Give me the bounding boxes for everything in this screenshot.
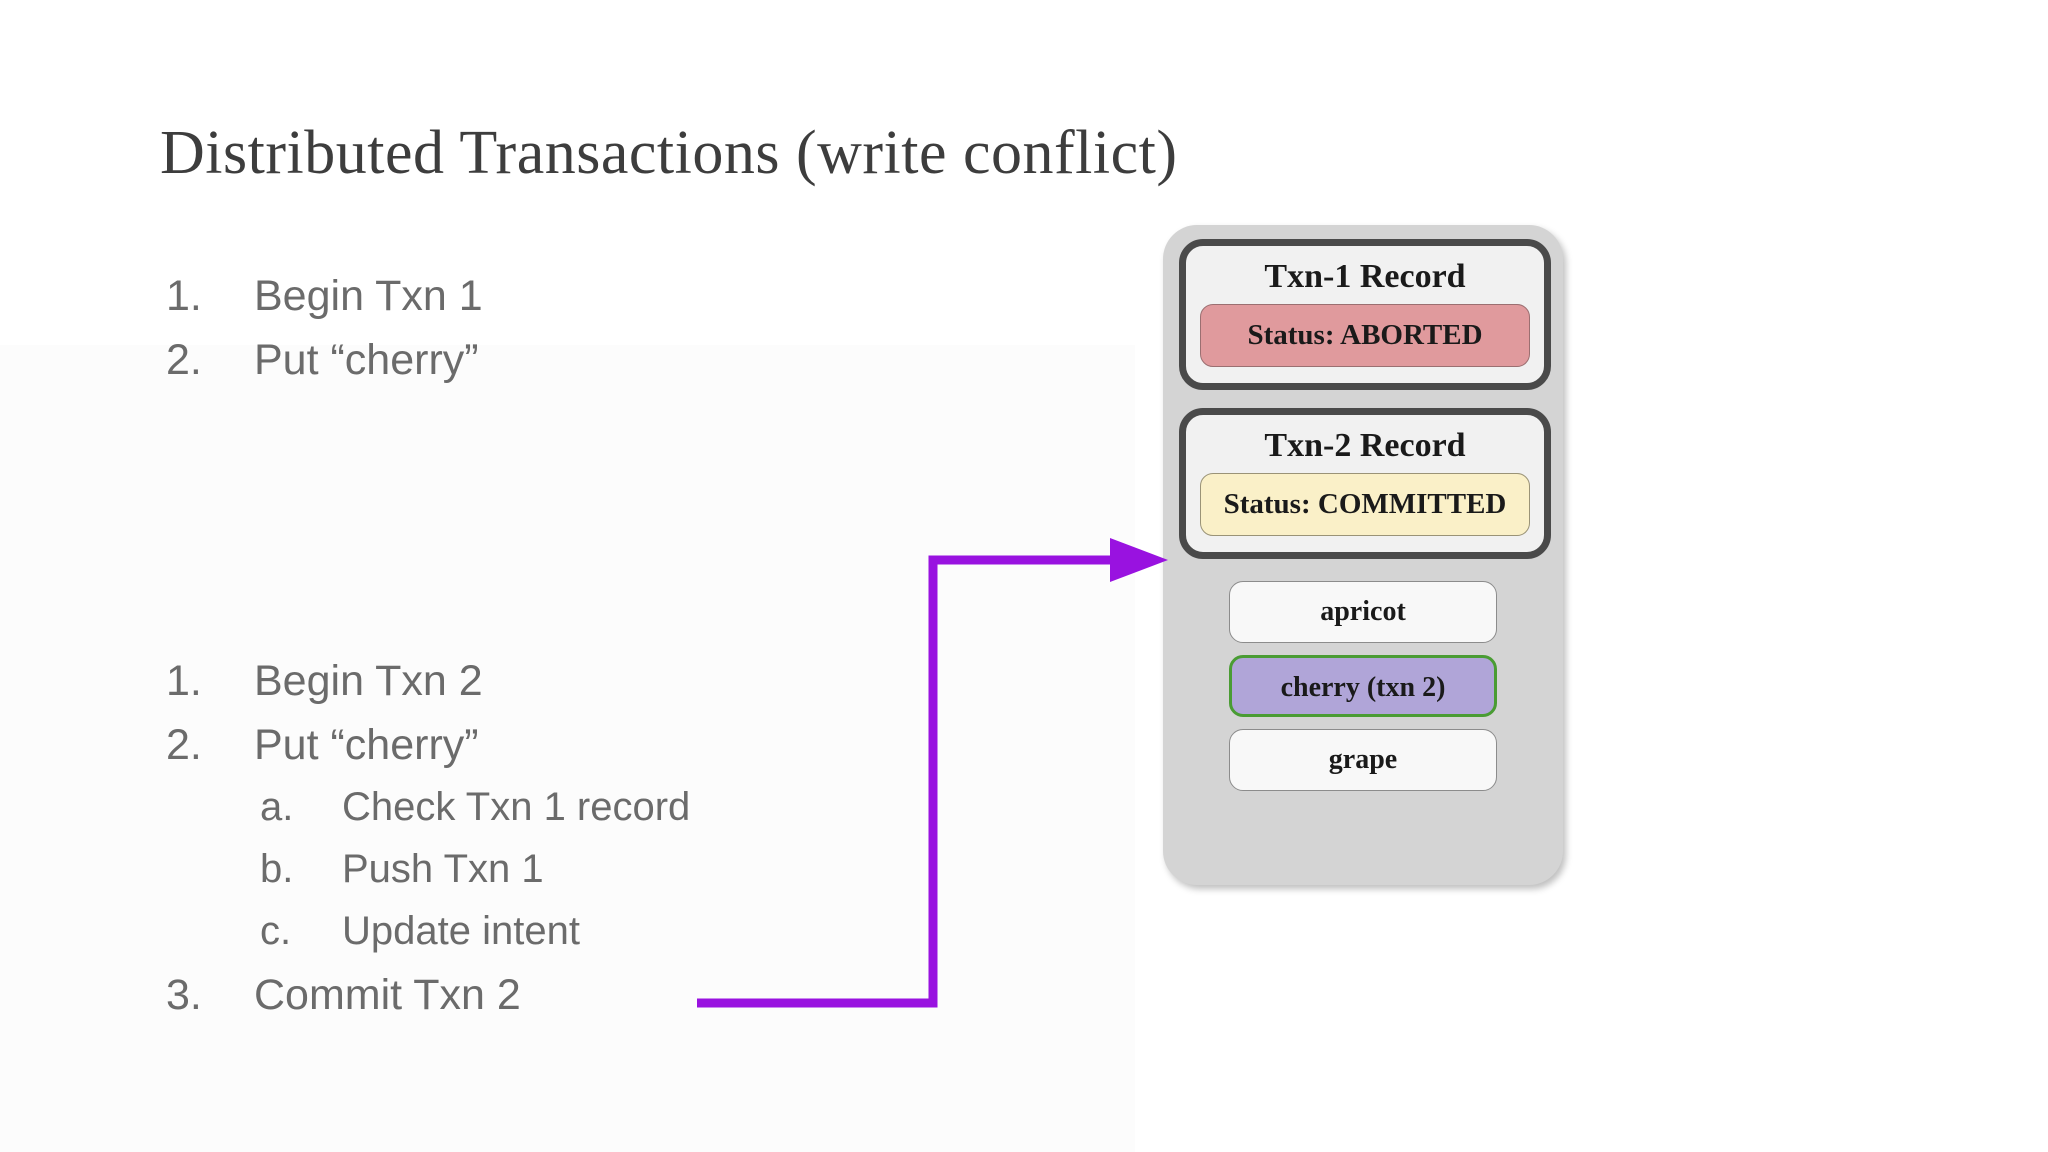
list-item-label: Begin Txn 1 [254, 272, 483, 320]
list-marker: a. [260, 785, 294, 829]
list-item: 2. Put “cherry” [166, 336, 483, 400]
list-marker: 1. [166, 657, 202, 705]
list-item-label: Put “cherry” [254, 336, 479, 384]
record-title: Txn-1 Record [1264, 258, 1466, 295]
list-item-label: Begin Txn 2 [254, 657, 483, 705]
data-item-apricot: apricot [1229, 581, 1497, 644]
list-marker: 3. [166, 971, 202, 1019]
list-marker: 1. [166, 272, 202, 320]
list-item: 3. Commit Txn 2 [166, 971, 690, 1035]
list-item: 2. Put “cherry” [166, 721, 690, 785]
list-marker: b. [260, 847, 294, 891]
list-item: 1. Begin Txn 2 [166, 657, 690, 721]
page-title: Distributed Transactions (write conflict… [160, 119, 1178, 187]
txn-2-record-box: Txn-2 Record Status: COMMITTED [1179, 408, 1551, 560]
list-marker: c. [260, 909, 292, 953]
list-item-label: Check Txn 1 record [342, 785, 691, 829]
list-item-label: Update intent [342, 909, 580, 953]
txn-1-record-box: Txn-1 Record Status: ABORTED [1179, 239, 1551, 391]
list-marker: 2. [166, 721, 202, 769]
data-items-list: apricot cherry (txn 2) grape [1229, 581, 1497, 792]
data-item-cherry: cherry (txn 2) [1229, 655, 1497, 718]
node-panel: Txn-1 Record Status: ABORTED Txn-2 Recor… [1163, 225, 1563, 885]
list-item: b. Push Txn 1 [166, 847, 690, 909]
list-item-label: Commit Txn 2 [254, 971, 521, 1019]
data-item-grape: grape [1229, 729, 1497, 792]
list-item: 1. Begin Txn 1 [166, 272, 483, 336]
list-item: c. Update intent [166, 909, 690, 971]
txn1-steps-list: 1. Begin Txn 1 2. Put “cherry” [166, 272, 483, 400]
list-item: a. Check Txn 1 record [166, 785, 690, 847]
list-item-label: Put “cherry” [254, 721, 479, 769]
list-item-label: Push Txn 1 [342, 847, 544, 891]
status-badge-aborted: Status: ABORTED [1200, 304, 1530, 368]
txn2-steps-list: 1. Begin Txn 2 2. Put “cherry” a. Check … [166, 657, 690, 1035]
record-title: Txn-2 Record [1264, 427, 1466, 465]
list-marker: 2. [166, 336, 202, 384]
status-badge-committed: Status: COMMITTED [1200, 473, 1530, 537]
